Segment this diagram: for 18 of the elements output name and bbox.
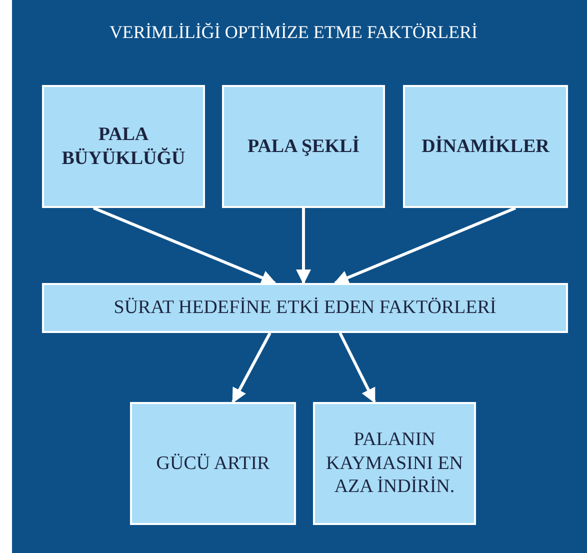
arrow <box>334 206 516 285</box>
arrow <box>338 332 376 404</box>
box-text: GÜCÜ ARTIR <box>155 452 271 476</box>
arrow <box>296 208 311 284</box>
factor-box <box>313 402 476 525</box>
factor-box <box>403 85 568 208</box>
box-text: PALA ŞEKLİ <box>246 134 361 158</box>
box-text: PALANIN KAYMASINI EN AZA İNDİRİN. <box>324 428 464 500</box>
box-text: SÜRAT HEDEFİNE ETKİ EDEN FAKTÖRLERİ <box>112 296 498 320</box>
banner-box <box>42 283 568 333</box>
factor-box <box>130 402 296 525</box>
arrow <box>92 206 276 285</box>
arrow <box>232 332 272 404</box>
box-text: DİNAMİKLER <box>420 134 550 158</box>
box-text: PALA BÜYÜKLÜĞÜ <box>60 122 186 170</box>
title: VERİMLİLİĞİ OPTİMİZE ETME FAKTÖRLERİ <box>108 22 479 43</box>
factor-box <box>42 85 205 208</box>
factor-box <box>222 85 385 208</box>
